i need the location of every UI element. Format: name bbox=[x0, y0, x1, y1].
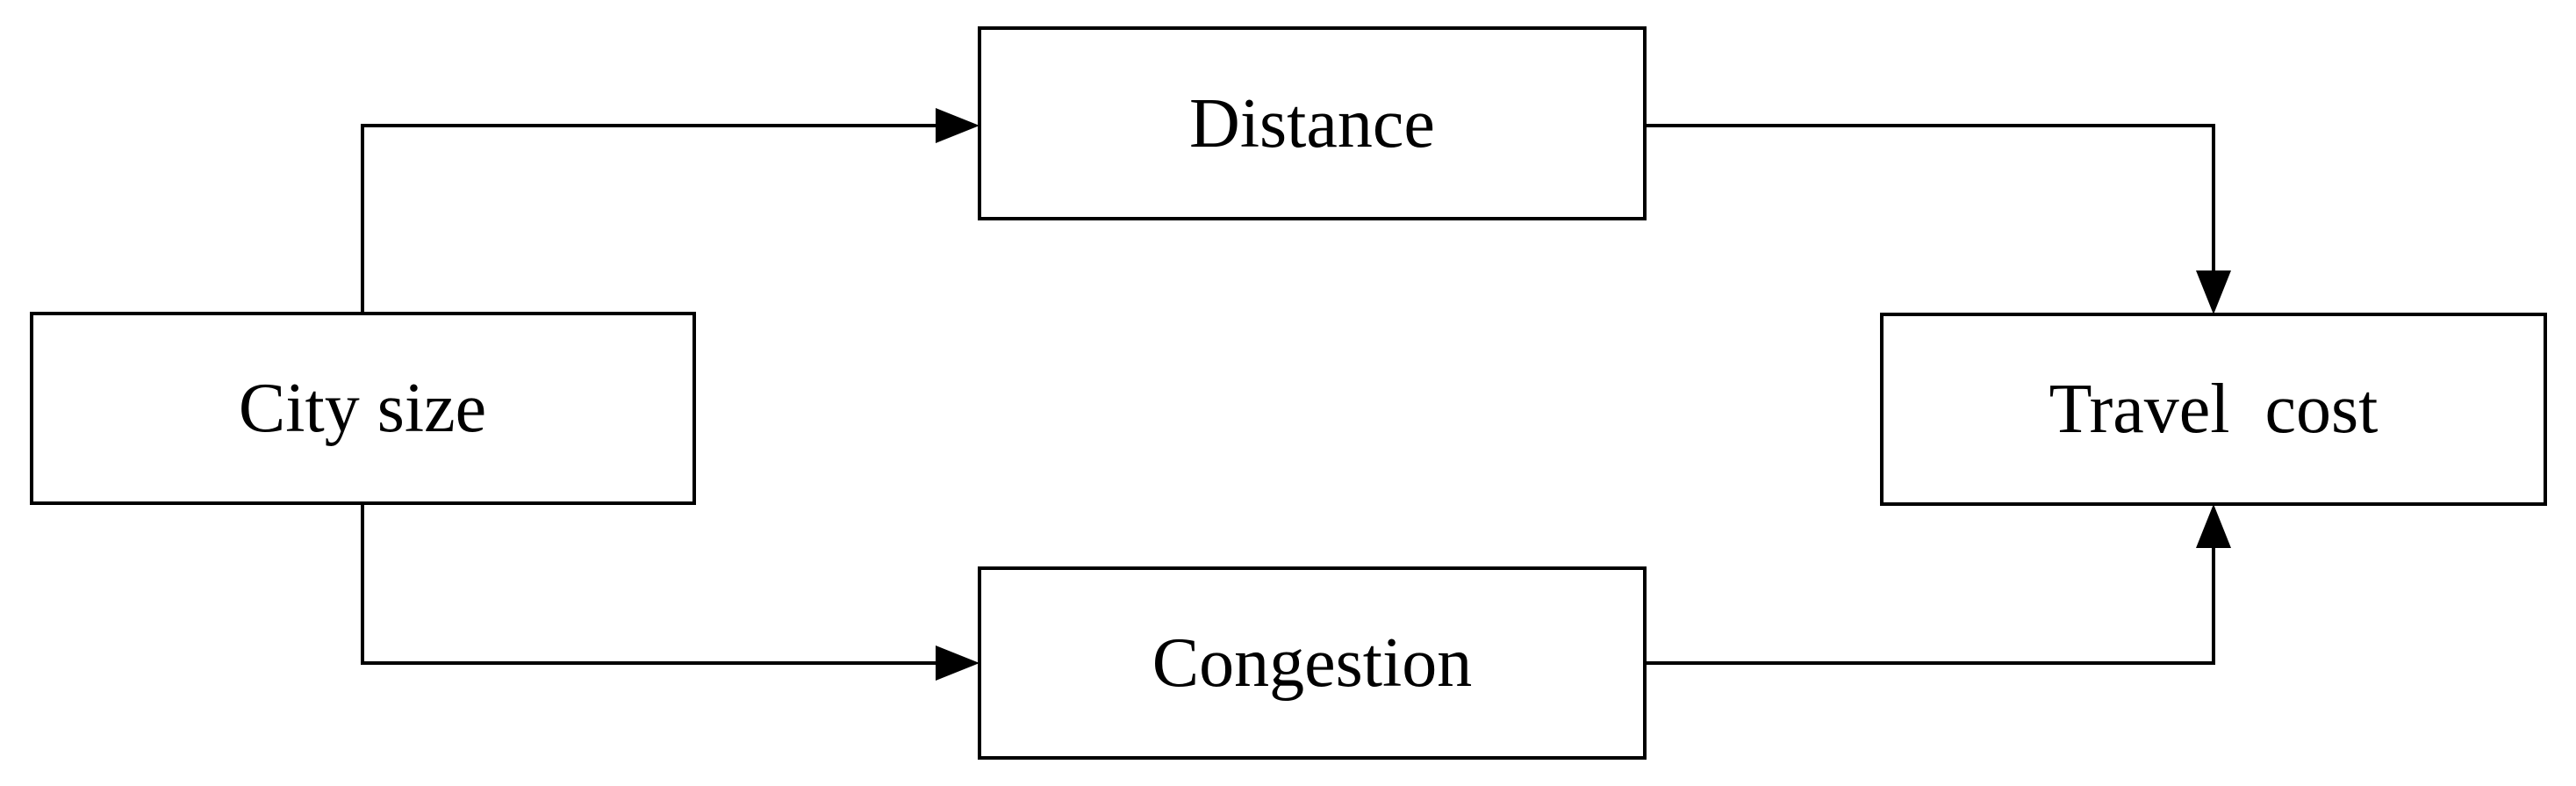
edge-city-size-to-congestion bbox=[361, 503, 979, 681]
edge-line bbox=[361, 124, 941, 314]
node-distance: Distance bbox=[978, 26, 1647, 220]
arrow-head bbox=[2196, 270, 2231, 314]
edge-line bbox=[361, 503, 941, 665]
arrow-head bbox=[2196, 504, 2231, 548]
node-congestion: Congestion bbox=[978, 566, 1647, 760]
arrow-head bbox=[936, 108, 979, 143]
edges bbox=[361, 108, 2231, 681]
edge-line bbox=[1645, 124, 2215, 274]
node-label-congestion: Congestion bbox=[1152, 624, 1472, 702]
node-label-city-size: City size bbox=[239, 370, 486, 447]
arrow-head bbox=[936, 645, 979, 681]
edge-city-size-to-distance bbox=[361, 108, 979, 314]
node-box bbox=[978, 566, 1647, 760]
node-label-distance: Distance bbox=[1189, 85, 1435, 162]
node-travel-cost: Travel cost bbox=[1880, 313, 2547, 506]
edge-distance-to-travel-cost bbox=[1645, 124, 2231, 314]
node-label-travel-cost: Travel cost bbox=[2049, 371, 2379, 448]
edge-line bbox=[1645, 544, 2215, 665]
node-box bbox=[978, 26, 1647, 220]
node-box bbox=[30, 312, 696, 505]
edge-congestion-to-travel-cost bbox=[1645, 504, 2231, 665]
node-box bbox=[1880, 313, 2547, 506]
node-city-size: City size bbox=[30, 312, 696, 505]
